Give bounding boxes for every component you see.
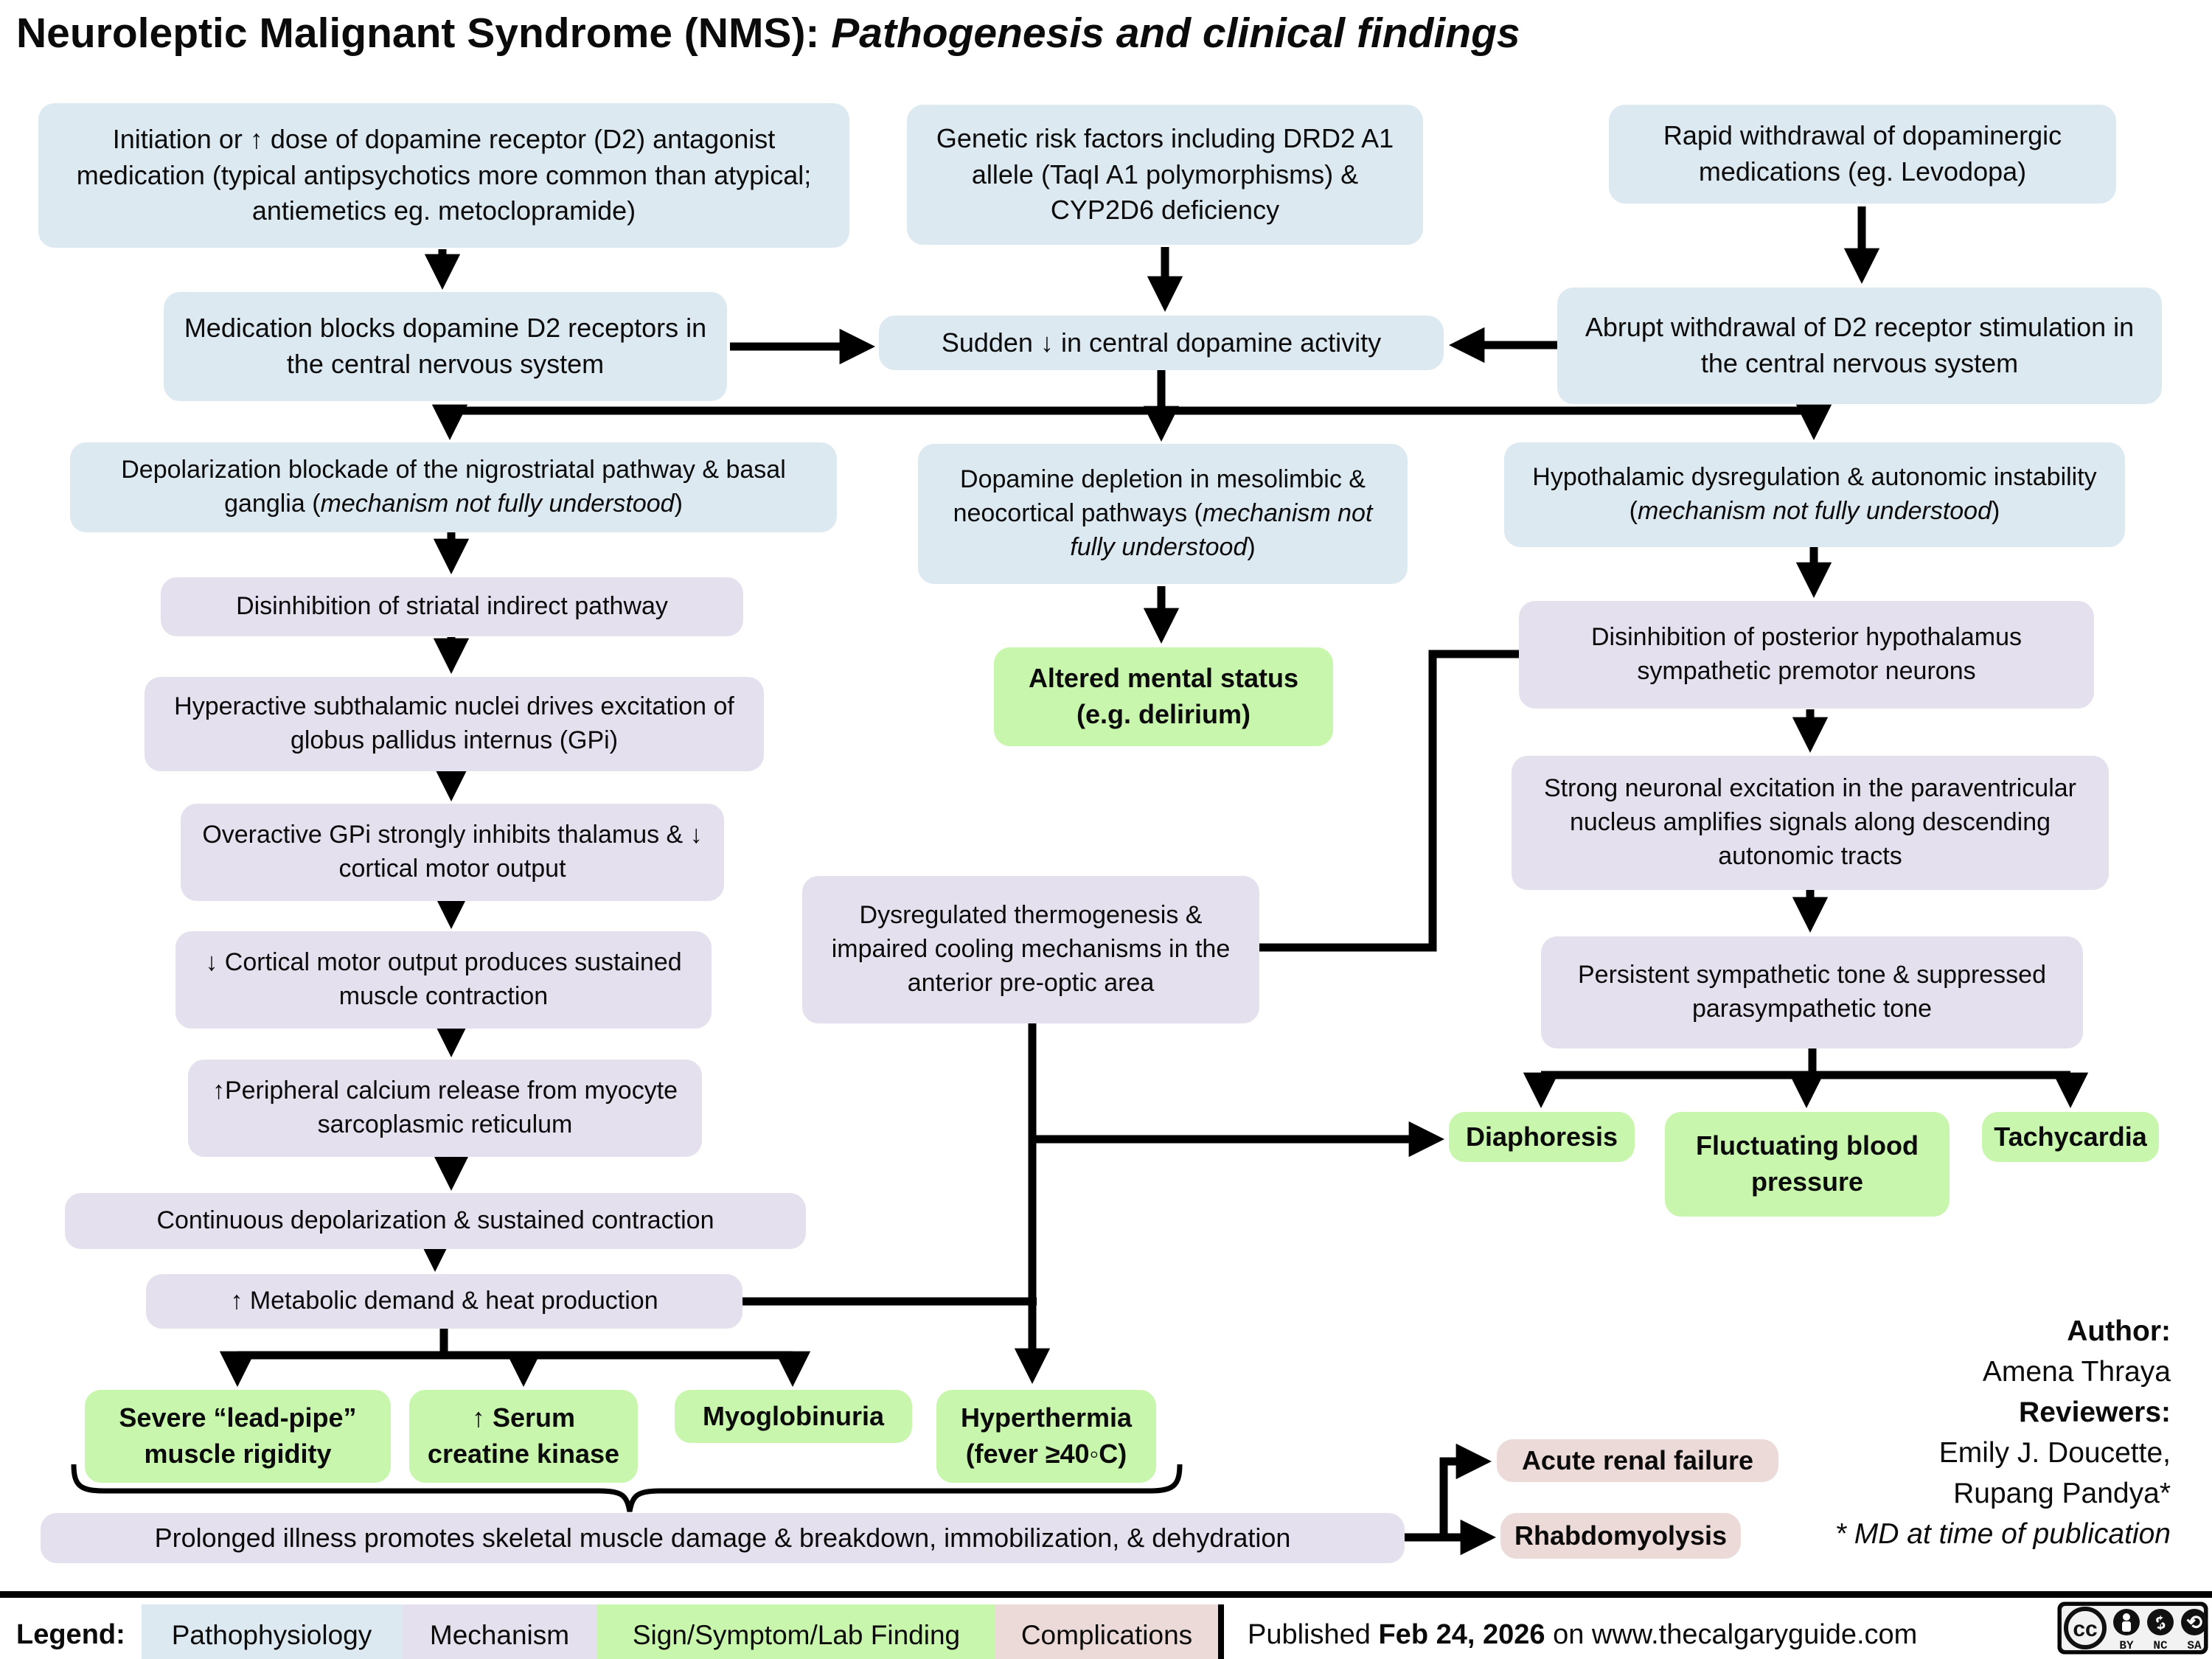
legend-item-pathophysiology: Pathophysiology xyxy=(142,1604,402,1659)
reviewer-name: Rupang Pandya* xyxy=(1953,1478,2171,1509)
node-rhabdomyolysis: Rhabdomyolysis xyxy=(1500,1513,1741,1559)
reviewers-label: Reviewers: xyxy=(2019,1397,2171,1428)
node-abrupt-withdrawal-d2: Abrupt withdrawal of D2 receptor stimula… xyxy=(1557,288,2162,404)
node-diaphoresis: Diaphoresis xyxy=(1449,1112,1635,1162)
author-label: Author: xyxy=(2067,1315,2171,1347)
node-myoglobinuria: Myoglobinuria xyxy=(675,1390,912,1443)
md-note: * MD at time of publication xyxy=(1834,1518,2171,1550)
svg-text:SA: SA xyxy=(2187,1639,2202,1652)
node-fluctuating-blood-pressure: Fluctuating blood pressure xyxy=(1665,1112,1950,1217)
published-line: Published Feb 24, 2026 on www.thecalgary… xyxy=(1248,1619,1918,1650)
svg-text:cc: cc xyxy=(2073,1617,2097,1641)
node-cortical-motor-output: ↓ Cortical motor output produces sustain… xyxy=(175,931,712,1029)
reviewer-name: Emily J. Doucette, xyxy=(1938,1437,2171,1469)
node-hyperactive-subthalamic: Hyperactive subthalamic nuclei drives ex… xyxy=(145,677,764,771)
legend-divider xyxy=(1218,1604,1224,1659)
svg-text:⟲: ⟲ xyxy=(2186,1611,2202,1633)
node-strong-neuronal-excitation: Strong neuronal excitation in the parave… xyxy=(1512,756,2109,890)
node-overactive-gpi: Overactive GPi strongly inhibits thalamu… xyxy=(181,804,724,901)
node-hypothalamic-dysregulation: Hypothalamic dysregulation & autonomic i… xyxy=(1504,442,2125,547)
legend-item-complications: Complications xyxy=(995,1604,1218,1659)
node-serum-creatine-kinase: ↑ Serum creatine kinase xyxy=(409,1390,638,1483)
page-title-italic: Pathogenesis and clinical findings xyxy=(831,10,1520,57)
node-dopamine-depletion: Dopamine depletion in mesolimbic & neoco… xyxy=(918,444,1408,584)
node-medication-blocks-d2: Medication blocks dopamine D2 receptors … xyxy=(164,292,727,401)
svg-text:BY: BY xyxy=(2119,1639,2134,1652)
node-sudden-decrease-dopamine: Sudden ↓ in central dopamine activity xyxy=(879,316,1444,370)
node-initiation-dose: Initiation or ↑ dose of dopamine recepto… xyxy=(38,103,849,248)
node-disinhibition-striatal: Disinhibition of striatal indirect pathw… xyxy=(161,577,743,636)
legend-item-sign-symptom: Sign/Symptom/Lab Finding xyxy=(597,1604,995,1659)
node-hyperthermia: Hyperthermia (fever ≥40◦C) xyxy=(936,1390,1156,1483)
node-disinhibition-posterior-hypothalamus: Disinhibition of posterior hypothalamus … xyxy=(1519,601,2094,709)
node-metabolic-demand: ↑ Metabolic demand & heat production xyxy=(146,1274,742,1329)
node-persistent-sympathetic-tone: Persistent sympathetic tone & suppressed… xyxy=(1541,936,2083,1048)
node-peripheral-calcium-release: ↑Peripheral calcium release from myocyte… xyxy=(188,1060,702,1157)
node-prolonged-illness: Prolonged illness promotes skeletal musc… xyxy=(41,1513,1405,1563)
legend-item-mechanism: Mechanism xyxy=(402,1604,597,1659)
node-rapid-withdrawal: Rapid withdrawal of dopaminergic medicat… xyxy=(1609,105,2116,204)
legend-bar: Legend: Pathophysiology Mechanism Sign/S… xyxy=(0,1591,2212,1659)
svg-text:NC: NC xyxy=(2153,1639,2168,1652)
node-altered-mental-status: Altered mental status (e.g. delirium) xyxy=(994,647,1333,746)
node-tachycardia: Tachycardia xyxy=(1982,1112,2159,1162)
legend-label: Legend: xyxy=(16,1619,125,1650)
node-dysregulated-thermogenesis: Dysregulated thermogenesis & impaired co… xyxy=(802,876,1259,1023)
page-title: Neuroleptic Malignant Syndrome (NMS): Pa… xyxy=(16,10,1520,57)
node-genetic-risk-factors: Genetic risk factors including DRD2 A1 a… xyxy=(907,105,1423,245)
node-acute-renal-failure: Acute renal failure xyxy=(1497,1439,1778,1482)
author-name: Amena Thraya xyxy=(1982,1356,2171,1388)
credits-block: Author: Amena Thraya Reviewers: Emily J.… xyxy=(1835,1311,2171,1554)
cc-license-icon: cc $ ⟲ BY NC SA xyxy=(2057,1601,2208,1655)
node-continuous-depolarization: Continuous depolarization & sustained co… xyxy=(65,1193,806,1249)
node-lead-pipe-rigidity: Severe “lead-pipe” muscle rigidity xyxy=(85,1390,391,1483)
node-depolarization-blockade: Depolarization blockade of the nigrostri… xyxy=(70,442,837,532)
